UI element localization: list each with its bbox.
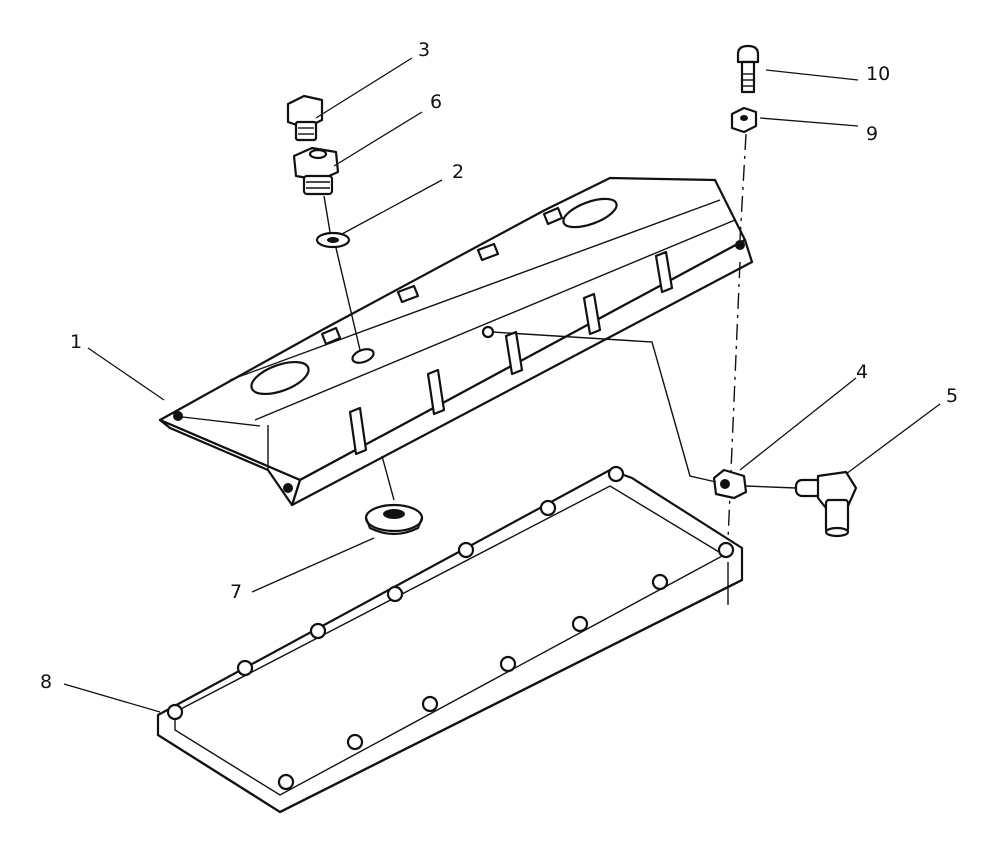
cover-gasket xyxy=(156,465,744,814)
callout-2: 2 xyxy=(452,161,464,183)
bolt-washer xyxy=(730,106,758,134)
sealing-washer xyxy=(315,231,351,249)
breather-nipple xyxy=(712,468,748,500)
cover-bolt xyxy=(736,44,760,94)
breather-elbow xyxy=(794,470,858,538)
gasket-bolt-holes xyxy=(166,465,735,791)
callout-8: 8 xyxy=(40,671,52,693)
callout-4: 4 xyxy=(856,361,868,383)
callout-9: 9 xyxy=(866,123,878,145)
cover-side-slots xyxy=(348,250,674,456)
valve-cover xyxy=(158,176,754,507)
callout-3: 3 xyxy=(418,39,430,61)
filler-cap-bolt xyxy=(286,94,324,142)
callout-10: 10 xyxy=(866,63,890,85)
callout-7: 7 xyxy=(230,581,242,603)
leader-lines xyxy=(63,57,941,713)
callout-5: 5 xyxy=(946,385,958,407)
callout-labels: 3 6 2 1 10 9 4 5 7 8 xyxy=(40,39,958,693)
callout-6: 6 xyxy=(430,91,442,113)
callout-1: 1 xyxy=(70,331,82,353)
rubber-grommet xyxy=(364,503,424,536)
threaded-adapter xyxy=(292,146,340,196)
